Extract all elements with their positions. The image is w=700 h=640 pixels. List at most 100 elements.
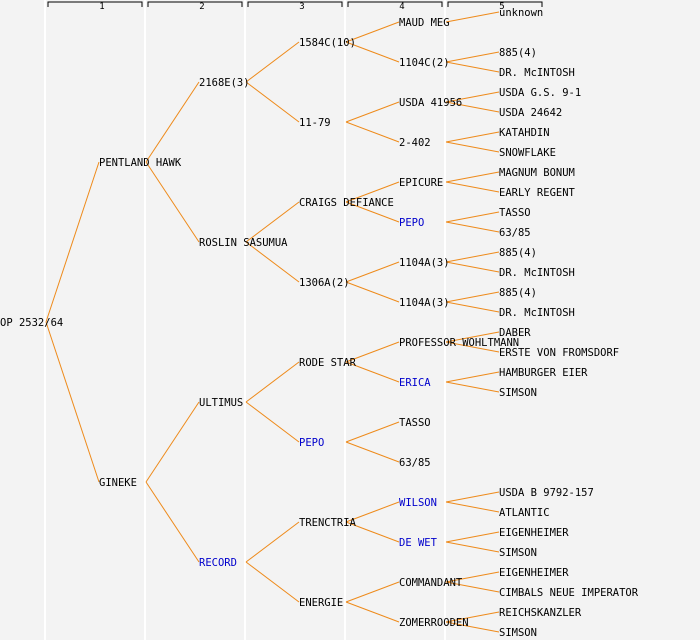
pedigree-edge [445, 91, 500, 103]
ancestor-gen-3: 11-79 [299, 117, 331, 129]
pedigree-edge [145, 481, 200, 563]
pedigree-labels: OP 2532/64 PENTLAND HAWK 2168E(3) 1584C(10)… [0, 7, 639, 639]
ancestor-gen-5: DR. McINTOSH [499, 307, 575, 319]
ancestor-gen-5: CIMBALS NEUE IMPERATOR [499, 587, 639, 599]
ancestor-gen-5: ERSTE VON FROMSDORF [499, 347, 619, 359]
ancestor-gen-3: RODE STAR [299, 357, 357, 369]
ancestor-gen-5: USDA B 9792-157 [499, 487, 594, 499]
ancestor-gen-5: SIMSON [499, 547, 537, 559]
root-variety: OP 2532/64 [0, 317, 63, 329]
pedigree-edge [245, 201, 300, 243]
ancestor-gen-5: 885(4) [499, 287, 537, 299]
pedigree-edge [445, 571, 500, 583]
pedigree-edge [445, 251, 500, 263]
pedigree-edge [445, 331, 500, 343]
column-separators [44, 0, 446, 640]
pedigree-edge [345, 521, 400, 543]
ancestor-gen-4: 1104A(3) [399, 297, 450, 309]
pedigree-edge [145, 81, 200, 163]
ancestor-gen-2: 2168E(3) [199, 77, 250, 89]
ancestor-gen-3: ENERGIE [299, 597, 343, 609]
generation-number: 3 [299, 2, 304, 12]
ancestor-gen-4: TASSO [399, 417, 431, 429]
generation-bracket [47, 1, 143, 7]
pedigree-edge [445, 621, 500, 633]
ancestor-gen-5: TASSO [499, 207, 531, 219]
ancestor-gen-5: SIMSON [499, 387, 537, 399]
pedigree-edge [445, 291, 500, 303]
pedigree-edge [345, 601, 400, 623]
ancestor-gen-2: ULTIMUS [199, 397, 243, 409]
ancestor-gen-4: PROFESSOR WOHLTMANN [399, 337, 519, 349]
pedigree-edge [345, 201, 400, 223]
generation-bracket [347, 1, 443, 7]
ancestor-gen-4: 1104A(3) [399, 257, 450, 269]
ancestor-gen-4: ZOMERROODEN [399, 617, 469, 629]
ancestor-gen-5: EARLY REGENT [499, 187, 576, 199]
ancestor-gen-5: EIGENHEIMER [499, 527, 569, 539]
ancestor-gen-5: MAGNUM BONUM [499, 167, 575, 179]
generation-headers: 1 2 3 4 5 [47, 1, 543, 12]
pedigree-edge [245, 41, 300, 83]
pedigree-edge [445, 261, 500, 273]
ancestor-gen-3: 1306A(2) [299, 277, 350, 289]
ancestor-gen-5: USDA G.S. 9-1 [499, 87, 581, 99]
pedigree-edge [345, 21, 400, 43]
generation-number: 2 [199, 2, 204, 12]
pedigree-edge [445, 301, 500, 313]
pedigree-edge [345, 441, 400, 463]
pedigree-edges [45, 11, 500, 633]
pedigree-edge [445, 61, 500, 73]
ancestor-gen-4: MAUD MEG [399, 17, 450, 29]
ancestor-gen-3: TRENCTRIA [299, 517, 357, 529]
ancestor-gen-5: EIGENHEIMER [499, 567, 569, 579]
pedigree-edge [445, 341, 500, 353]
pedigree-edge [345, 281, 400, 303]
pedigree-edge [345, 41, 400, 63]
ancestor-gen-4: 1104C(2) [399, 57, 450, 69]
pedigree-edge [345, 421, 400, 443]
ancestor-gen-2: ROSLIN SASUMUA [199, 237, 288, 249]
ancestor-gen-5: ATLANTIC [499, 507, 550, 519]
pedigree-edge [445, 541, 500, 553]
ancestor-gen-4[interactable]: PEPO [399, 217, 424, 229]
ancestor-gen-5: 885(4) [499, 47, 537, 59]
pedigree-edge [45, 161, 100, 323]
generation-bracket [447, 1, 543, 7]
ancestor-gen-4[interactable]: DE WET [399, 537, 438, 549]
ancestor-gen-4: USDA 41956 [399, 97, 462, 109]
pedigree-edge [245, 241, 300, 283]
ancestor-gen-4: 63/85 [399, 457, 431, 469]
pedigree-edge [445, 131, 500, 143]
generation-number: 4 [399, 2, 404, 12]
ancestor-gen-4[interactable]: WILSON [399, 497, 437, 509]
pedigree-edge [445, 581, 500, 593]
generation-number: 5 [499, 2, 504, 12]
pedigree-edge [445, 221, 500, 233]
pedigree-edge [445, 531, 500, 543]
pedigree-edge [345, 121, 400, 143]
ancestor-gen-5: 63/85 [499, 227, 531, 239]
pedigree-edge [145, 161, 200, 243]
pedigree-edge [145, 401, 200, 483]
ancestor-gen-5: unknown [499, 7, 543, 19]
ancestor-gen-1: PENTLAND HAWK [99, 157, 182, 169]
ancestor-gen-3: 1584C(10) [299, 37, 356, 49]
pedigree-edge [445, 611, 500, 623]
ancestor-gen-3[interactable]: PEPO [299, 437, 324, 449]
generation-bracket [247, 1, 343, 7]
ancestor-gen-4: 2-402 [399, 137, 431, 149]
ancestor-gen-4[interactable]: ERICA [399, 377, 431, 389]
ancestor-gen-1: GINEKE [99, 477, 137, 489]
ancestor-gen-5: HAMBURGER EIER [499, 367, 588, 379]
pedigree-edge [445, 101, 500, 113]
pedigree-edge [345, 101, 400, 123]
generation-number: 1 [99, 2, 104, 12]
pedigree-edge [245, 521, 300, 563]
ancestor-gen-2[interactable]: RECORD [199, 557, 237, 569]
pedigree-edge [345, 181, 400, 203]
pedigree-edge [345, 581, 400, 603]
ancestor-gen-5: USDA 24642 [499, 107, 562, 119]
ancestor-gen-4: COMMANDANT [399, 577, 463, 589]
pedigree-edge [445, 371, 500, 383]
